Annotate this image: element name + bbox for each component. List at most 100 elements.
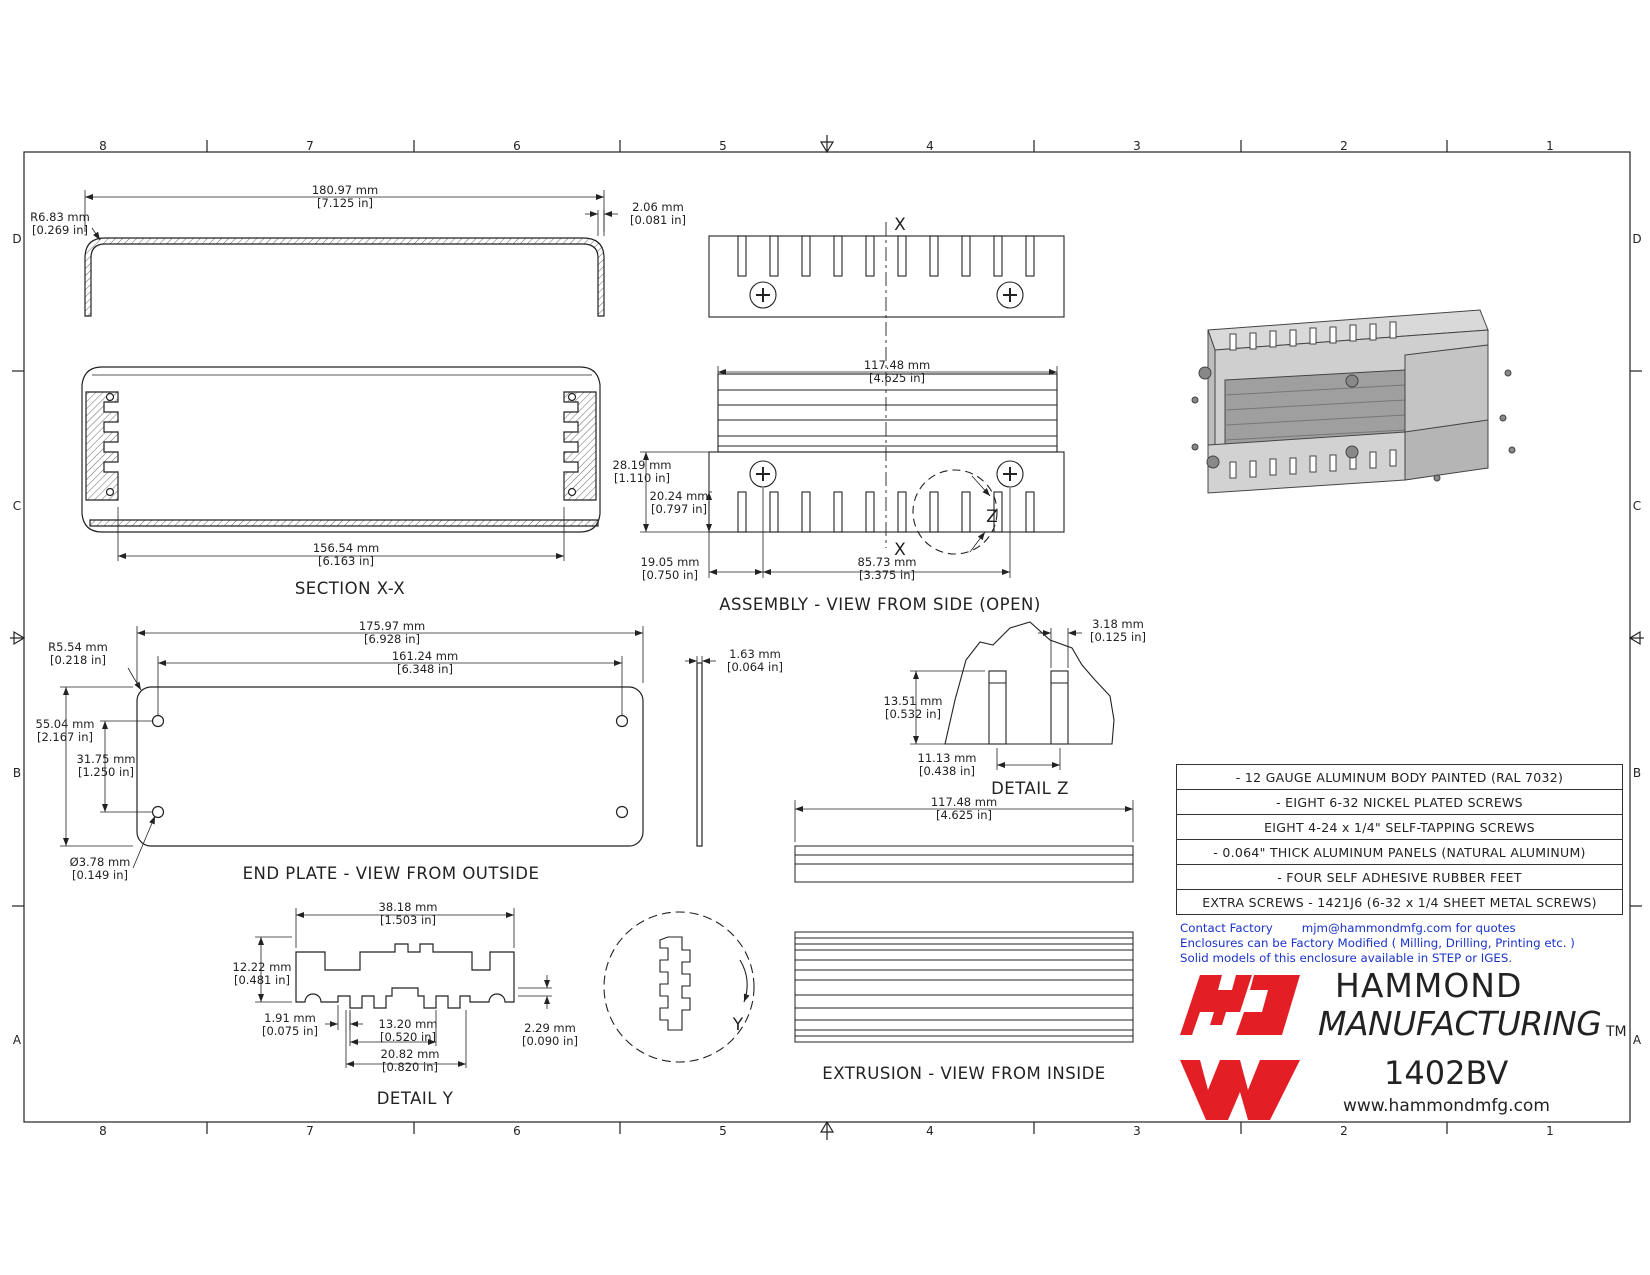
dim-asm-w-in: [4.625 in] (869, 371, 925, 385)
dim-ep-t-mm: 1.63 mm (729, 647, 781, 661)
notes-row: EXTRA SCREWS - 1421J6 (6-32 x 1/4 SHEET … (1176, 889, 1623, 915)
dim-ep-h-mm: 55.04 mm (36, 717, 95, 731)
dim-ep-hh-in: [1.250 in] (78, 765, 134, 779)
dim-ep-hh-mm: 31.75 mm (77, 752, 136, 766)
dim-sec-t-mm: 2.06 mm (632, 200, 684, 214)
assembly-dimensions (640, 366, 1058, 578)
grid-col-bottom: 2 (1340, 1124, 1348, 1138)
dim-ep-hw-mm: 161.24 mm (392, 649, 458, 663)
contact-line-3: Solid models of this enclosure available… (1180, 951, 1513, 965)
grid-row-right: B (1633, 766, 1641, 780)
grid-col-top: 1 (1546, 139, 1554, 153)
dim-dy-d-mm: 20.82 mm (381, 1047, 440, 1061)
hammond-logo (1180, 975, 1300, 1120)
dim-asm-h1-mm: 28.19 mm (613, 458, 672, 472)
dim-asm-h2-mm: 20.24 mm (650, 489, 709, 503)
contact-block: Contact Factory mjm@hammondmfg.com for q… (1180, 921, 1575, 966)
end-plate-dim-text: 175.97 mm [6.928 in] 161.24 mm [6.348 in… (36, 619, 784, 882)
grid-col-top: 2 (1340, 139, 1348, 153)
notes-row: EIGHT 4-24 x 1/4" SELF-TAPPING SCREWS (1176, 814, 1623, 840)
grid-row-left: B (13, 766, 21, 780)
end-plate-dimensions (60, 626, 716, 869)
section-markers: X X Z (894, 215, 998, 560)
dim-sec-w-mm: 180.97 mm (312, 183, 378, 197)
dim-ep-r-in: [0.218 in] (50, 653, 106, 667)
detail-z-dimensions (910, 628, 1082, 770)
detail-y-dimensions (255, 908, 552, 1068)
grid-col-bottom: 8 (99, 1124, 107, 1138)
dim-sec-r-in: [0.269 in] (32, 223, 88, 237)
note-text: - 12 GAUGE ALUMINUM BODY PAINTED (RAL 70… (1176, 764, 1623, 790)
dim-dy-b-mm: 13.20 mm (379, 1017, 438, 1031)
contact-line-2: Enclosures can be Factory Modified ( Mil… (1180, 936, 1575, 950)
notes-row: - 0.064" THICK ALUMINUM PANELS (NATURAL … (1176, 839, 1623, 865)
notes-row: - EIGHT 6-32 NICKEL PLATED SCREWS (1176, 789, 1623, 815)
grid-col-top: 5 (719, 139, 727, 153)
note-text: - 0.064" THICK ALUMINUM PANELS (NATURAL … (1176, 839, 1623, 865)
dim-dy-h-in: [0.481 in] (234, 973, 290, 987)
assembly-title: ASSEMBLY - VIEW FROM SIDE (OPEN) (719, 595, 1041, 614)
end-plate-view (136, 662, 703, 847)
drawing-border (10, 135, 1644, 1140)
trademark-mark: TM (1606, 1024, 1627, 1040)
grid-col-bottom: 7 (306, 1124, 314, 1138)
extrusion-dimensions (794, 800, 1134, 842)
dim-dy-c-in: [0.090 in] (522, 1034, 578, 1048)
dim-asm-s-in: [3.375 in] (859, 568, 915, 582)
dim-dy-a-in: [0.075 in] (262, 1024, 318, 1038)
assembly-view (708, 222, 1065, 555)
extrusion-title: EXTRUSION - VIEW FROM INSIDE (822, 1064, 1105, 1083)
dim-ex-w-in: [4.625 in] (936, 808, 992, 822)
grid-row-right: D (1632, 232, 1641, 246)
contact-label: Contact Factory (1180, 921, 1273, 935)
grid-col-bottom: 5 (719, 1124, 727, 1138)
dim-dz-h-mm: 13.51 mm (884, 694, 943, 708)
dim-sec-inner-in: [6.163 in] (318, 554, 374, 568)
part-number: 1402BV (1384, 1054, 1509, 1092)
section-view (81, 237, 605, 533)
dim-asm-e-mm: 19.05 mm (641, 555, 700, 569)
dim-ep-t-in: [0.064 in] (727, 660, 783, 674)
end-plate-title: END PLATE - VIEW FROM OUTSIDE (243, 864, 540, 883)
dim-sec-w-in: [7.125 in] (317, 196, 373, 210)
dim-asm-w-mm: 117.48 mm (864, 358, 930, 372)
dim-sec-inner-mm: 156.54 mm (313, 541, 379, 555)
marker-x-top: X (894, 215, 906, 235)
notes-table: - 12 GAUGE ALUMINUM BODY PAINTED (RAL 70… (1176, 764, 1623, 915)
grid-col-top: 3 (1133, 139, 1141, 153)
extrusion-dim-text: 117.48 mm [4.625 in] (931, 795, 997, 822)
detail-y-dim-text: 38.18 mm [1.503 in] 12.22 mm [0.481 in] … (233, 900, 579, 1074)
note-text: EXTRA SCREWS - 1421J6 (6-32 x 1/4 SHEET … (1176, 889, 1623, 915)
section-title: SECTION X-X (295, 579, 405, 598)
dim-sec-t-in: [0.081 in] (630, 213, 686, 227)
dim-dy-w-mm: 38.18 mm (379, 900, 438, 914)
extrusion-side-view (794, 845, 1134, 883)
dim-asm-s-mm: 85.73 mm (858, 555, 917, 569)
dim-dy-d-in: [0.820 in] (382, 1060, 438, 1074)
section-dim-text: 180.97 mm [7.125 in] R6.83 mm [0.269 in]… (30, 183, 686, 568)
detail-z-dim-text: 3.18 mm [0.125 in] 13.51 mm [0.532 in] 1… (884, 617, 1147, 778)
detail-z-view (944, 621, 1115, 745)
dim-dz-w-in: [0.125 in] (1090, 630, 1146, 644)
grid-row-left: A (13, 1033, 22, 1047)
notes-row: - 12 GAUGE ALUMINUM BODY PAINTED (RAL 70… (1176, 764, 1623, 790)
section-dimensions (84, 190, 618, 561)
dim-asm-h2-in: [0.797 in] (651, 502, 707, 516)
brand-name-line1: HAMMOND (1335, 966, 1523, 1005)
note-text: - FOUR SELF ADHESIVE RUBBER FEET (1176, 864, 1623, 890)
dim-ep-w-in: [6.928 in] (364, 632, 420, 646)
grid-col-bottom: 4 (926, 1124, 934, 1138)
grid-row-left: D (12, 232, 21, 246)
website-link[interactable]: www.hammondmfg.com (1343, 1096, 1550, 1116)
dim-ep-d-in: [0.149 in] (72, 868, 128, 882)
grid-row-left: C (13, 499, 21, 513)
grid-labels: 8 7 6 5 4 3 2 1 8 7 6 5 4 3 2 1 D C B A … (12, 139, 1642, 1138)
dim-dz-s-in: [0.438 in] (919, 764, 975, 778)
grid-col-bottom: 3 (1133, 1124, 1141, 1138)
dim-ep-hw-in: [6.348 in] (397, 662, 453, 676)
detail-y-callout (603, 911, 755, 1063)
brand-name-line2: MANUFACTURING (1318, 1004, 1602, 1043)
dim-asm-e-in: [0.750 in] (642, 568, 698, 582)
grid-col-top: 8 (99, 139, 107, 153)
contact-email-link[interactable]: mjm@hammondmfg.com for quotes (1301, 921, 1516, 935)
